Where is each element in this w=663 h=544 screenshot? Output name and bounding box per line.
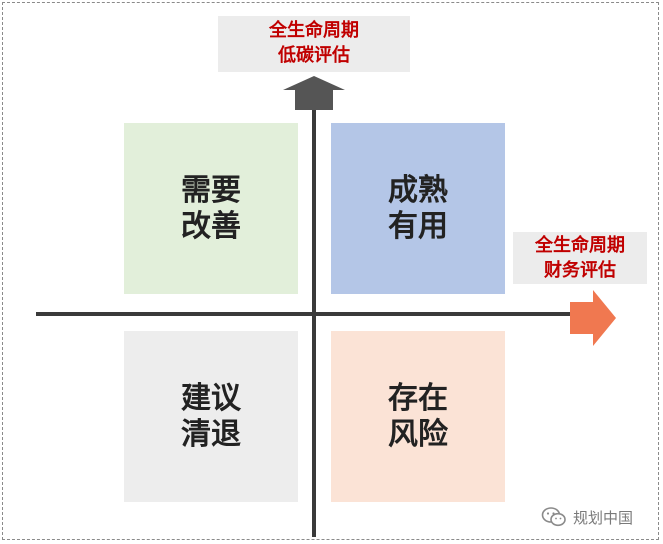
y-axis-label-line: 全生命周期 xyxy=(269,20,359,41)
quadrant-top-right: 成熟有用 xyxy=(331,123,505,294)
quadrant-text-line: 清退 xyxy=(181,416,241,452)
quadrant-text-line: 存在 xyxy=(388,380,448,416)
y-axis-arrow xyxy=(283,76,345,110)
x-axis-arrow xyxy=(570,290,616,346)
quadrant-text-line: 改善 xyxy=(181,208,241,244)
quadrant-text-line: 有用 xyxy=(388,208,448,244)
x-axis-label-line: 财务评估 xyxy=(544,260,616,281)
y-axis-label-line: 低碳评估 xyxy=(278,45,350,66)
watermark: 规划中国 xyxy=(541,504,633,530)
quadrant-text-line: 成熟 xyxy=(388,172,448,208)
x-axis-label: 全生命周期 财务评估 xyxy=(513,232,647,284)
y-axis-label: 全生命周期 低碳评估 xyxy=(218,16,410,72)
watermark-text: 规划中国 xyxy=(573,508,634,527)
quadrant-text-line: 风险 xyxy=(388,416,448,452)
quadrant-bottom-right: 存在风险 xyxy=(331,331,505,502)
quadrant-text-line: 需要 xyxy=(181,172,241,208)
wechat-icon xyxy=(541,507,566,527)
x-axis-label-line: 全生命周期 xyxy=(535,235,625,256)
quadrant-text-line: 建议 xyxy=(181,380,241,416)
quadrant-top-left: 需要改善 xyxy=(124,123,298,294)
quadrant-bottom-left: 建议清退 xyxy=(124,331,298,502)
